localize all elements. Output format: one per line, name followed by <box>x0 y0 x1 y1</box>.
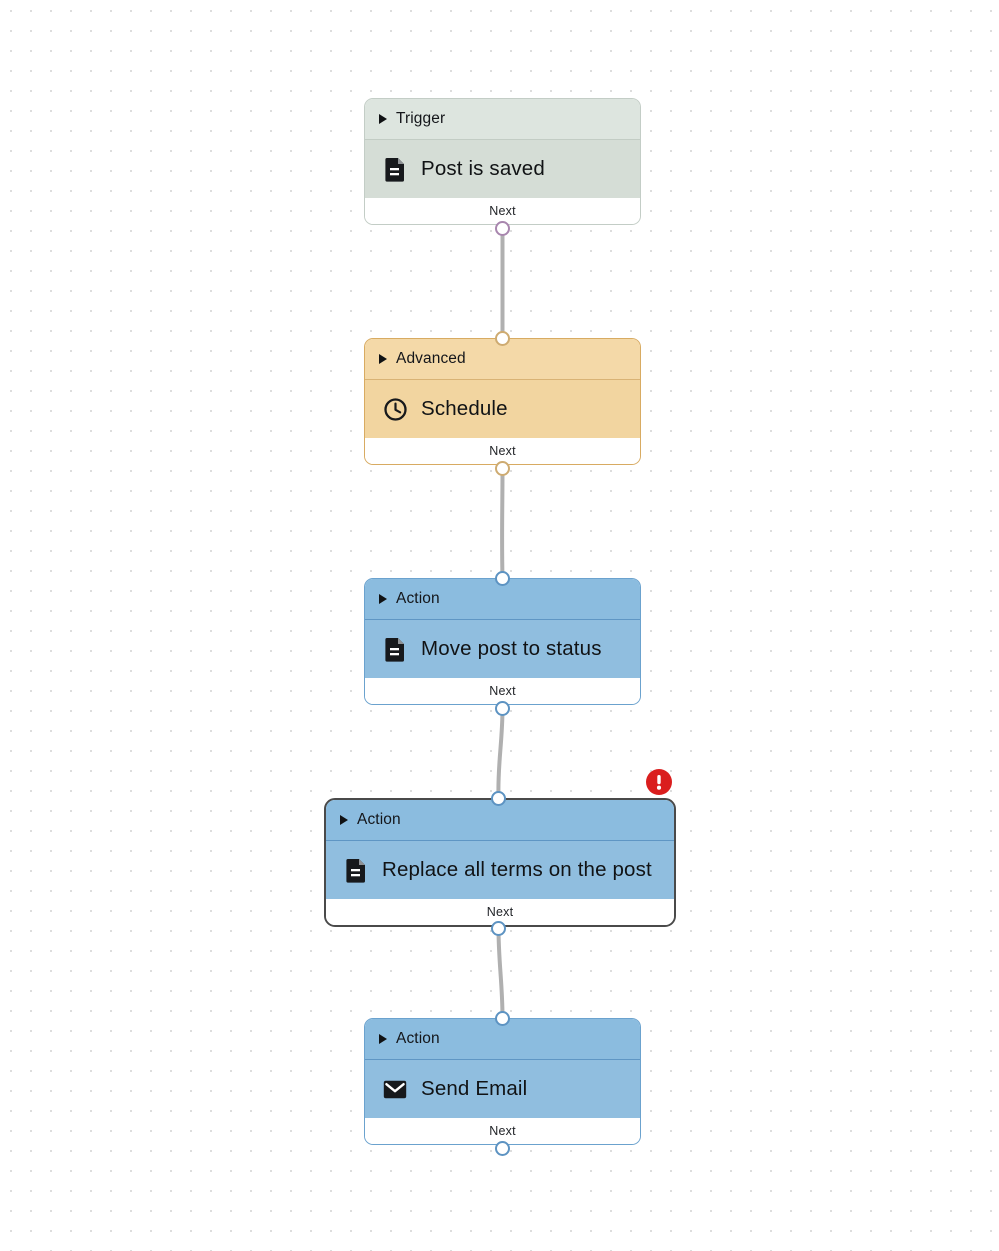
envelope-icon <box>383 1076 407 1102</box>
next-connector-label: Next <box>486 905 514 919</box>
node-category-label: Action <box>357 811 401 828</box>
node-header-action[interactable]: Action <box>365 579 640 619</box>
node-header-action[interactable]: Action <box>365 1019 640 1059</box>
node-footer-action[interactable]: Next <box>365 678 640 704</box>
disclosure-triangle-icon[interactable] <box>379 1034 387 1044</box>
node-body-advanced[interactable]: Schedule <box>365 380 640 438</box>
workflow-node-trigger[interactable]: Trigger Post is saved Next <box>364 98 641 225</box>
disclosure-triangle-icon[interactable] <box>340 815 348 825</box>
node-header-trigger[interactable]: Trigger <box>365 99 640 139</box>
input-port-send-email[interactable] <box>495 1010 510 1026</box>
node-body-action[interactable]: Send Email <box>365 1060 640 1118</box>
node-header-action[interactable]: Action <box>326 800 674 840</box>
input-port-replace-all-terms[interactable] <box>491 790 506 806</box>
input-port-advanced[interactable] <box>495 330 510 346</box>
node-body-trigger[interactable]: Post is saved <box>365 140 640 198</box>
node-title-label: Replace all terms on the post <box>382 858 652 881</box>
node-divider <box>365 139 640 140</box>
document-icon <box>383 156 407 182</box>
disclosure-triangle-icon[interactable] <box>379 594 387 604</box>
disclosure-triangle-icon[interactable] <box>379 114 387 124</box>
next-connector-label: Next <box>489 204 516 218</box>
node-body-action[interactable]: Replace all terms on the post <box>326 841 674 899</box>
node-footer-advanced[interactable]: Next <box>365 438 640 464</box>
node-divider <box>365 1059 640 1060</box>
edge-replace-terms-to-send-email <box>496 927 505 1019</box>
workflow-node-replace-all-terms[interactable]: Action Replace all terms on the post Nex… <box>324 798 676 927</box>
node-title-label: Post is saved <box>421 157 545 180</box>
node-divider <box>365 619 640 620</box>
workflow-node-advanced[interactable]: Advanced Schedule Next <box>364 338 641 465</box>
output-port-move-post-to-status[interactable] <box>495 700 510 716</box>
node-title-label: Move post to status <box>421 637 602 660</box>
next-connector-label: Next <box>489 684 516 698</box>
input-port-move-post-to-status[interactable] <box>495 570 510 586</box>
node-header-advanced[interactable]: Advanced <box>365 339 640 379</box>
error-badge[interactable] <box>646 769 672 795</box>
node-divider <box>365 379 640 380</box>
document-icon <box>344 857 368 883</box>
node-divider <box>326 840 674 841</box>
exclamation-icon <box>656 775 662 790</box>
node-body-action[interactable]: Move post to status <box>365 620 640 678</box>
document-icon <box>383 636 407 662</box>
workflow-node-move-post-to-status[interactable]: Action Move post to status Next <box>364 578 641 705</box>
node-category-label: Action <box>396 1030 440 1047</box>
node-footer-trigger[interactable]: Next <box>365 198 640 224</box>
node-category-label: Advanced <box>396 350 466 367</box>
output-port-replace-all-terms[interactable] <box>491 920 506 936</box>
next-connector-label: Next <box>489 1124 516 1138</box>
output-port-trigger[interactable] <box>495 220 510 236</box>
clock-icon <box>383 396 407 422</box>
edge-move-post-to-replace-terms <box>496 707 505 799</box>
next-connector-label: Next <box>489 444 516 458</box>
output-port-send-email[interactable] <box>495 1140 510 1156</box>
node-footer-send-email[interactable]: Next <box>365 1118 640 1144</box>
workflow-node-send-email[interactable]: Action Send Email Next <box>364 1018 641 1145</box>
node-category-label: Action <box>396 590 440 607</box>
node-category-label: Trigger <box>396 110 446 127</box>
disclosure-triangle-icon[interactable] <box>379 354 387 364</box>
node-title-label: Schedule <box>421 397 508 420</box>
node-title-label: Send Email <box>421 1077 528 1100</box>
output-port-advanced[interactable] <box>495 460 510 476</box>
